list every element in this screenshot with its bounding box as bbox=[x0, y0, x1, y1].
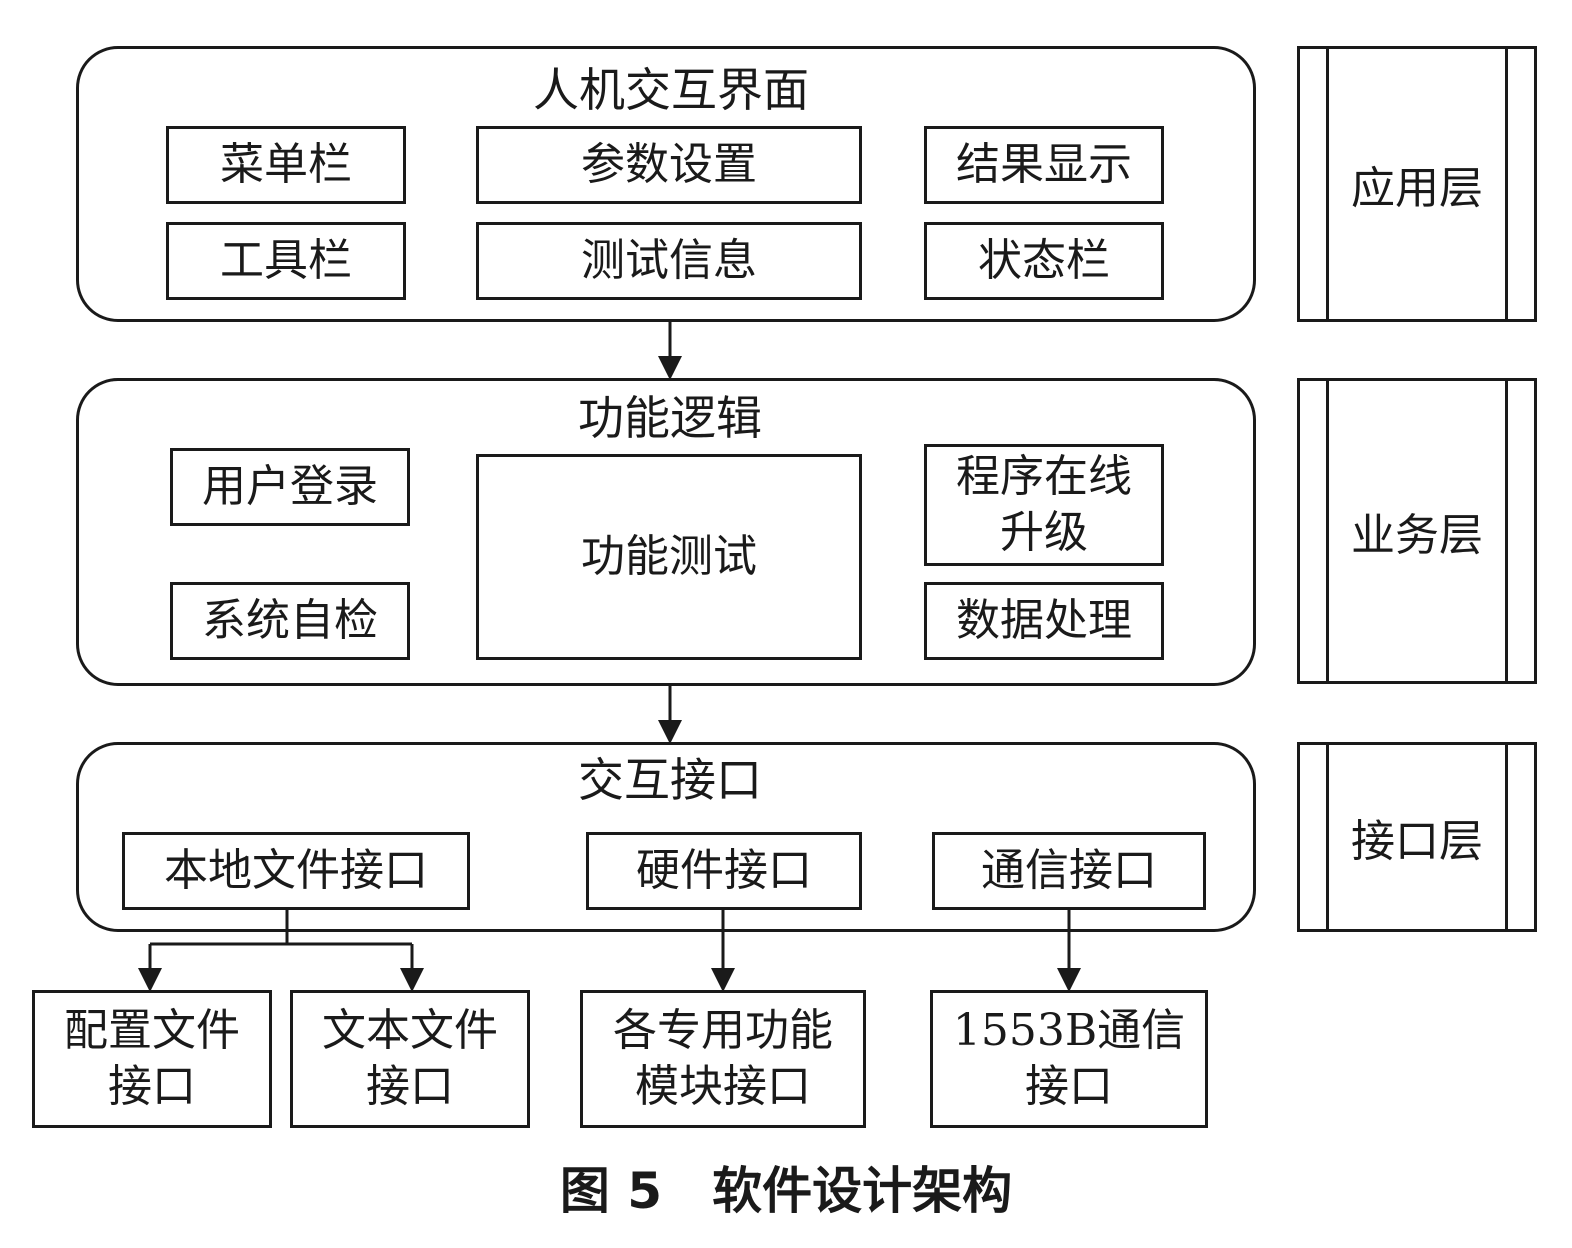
box-config-file-line1: 配置文件 bbox=[64, 1005, 240, 1056]
group-interaction-interface-title: 交互接口 bbox=[578, 753, 762, 807]
box-tool-bar: 工具栏 bbox=[166, 222, 406, 300]
layer-business-label: 业务层 bbox=[1326, 381, 1508, 681]
box-1553b-line1: 1553B通信 bbox=[952, 1005, 1186, 1056]
arrowhead bbox=[658, 356, 682, 380]
box-hardware-interface: 硬件接口 bbox=[586, 832, 862, 910]
box-online-upgrade: 程序在线 升级 bbox=[924, 444, 1164, 566]
layer-interface-label: 接口层 bbox=[1326, 745, 1508, 929]
box-1553b-line2: 接口 bbox=[1025, 1061, 1113, 1112]
group-function-logic bbox=[76, 378, 1256, 686]
group-hmi bbox=[76, 46, 1256, 322]
arrowhead bbox=[658, 720, 682, 744]
box-config-file-line2: 接口 bbox=[108, 1061, 196, 1112]
layer-interface: 接口层 bbox=[1297, 742, 1537, 932]
box-config-file-interface: 配置文件 接口 bbox=[32, 990, 272, 1128]
box-menu-bar: 菜单栏 bbox=[166, 126, 406, 204]
box-system-self-check: 系统自检 bbox=[170, 582, 410, 660]
group-hmi-title: 人机交互界面 bbox=[533, 63, 809, 117]
box-result-display: 结果显示 bbox=[924, 126, 1164, 204]
box-module-line1: 各专用功能 bbox=[613, 1005, 833, 1056]
box-text-file-interface: 文本文件 接口 bbox=[290, 990, 530, 1128]
box-online-upgrade-line2: 升级 bbox=[1000, 507, 1088, 558]
box-module-line2: 模块接口 bbox=[635, 1061, 811, 1112]
box-function-test: 功能测试 bbox=[476, 454, 862, 660]
box-text-file-line1: 文本文件 bbox=[322, 1005, 498, 1056]
arrowhead bbox=[1057, 968, 1081, 992]
box-test-info: 测试信息 bbox=[476, 222, 862, 300]
figure-caption: 图 5 软件设计架构 bbox=[559, 1162, 1013, 1220]
box-param-settings: 参数设置 bbox=[476, 126, 862, 204]
box-status-bar: 状态栏 bbox=[924, 222, 1164, 300]
arrowhead bbox=[400, 968, 424, 992]
layer-business: 业务层 bbox=[1297, 378, 1537, 684]
box-1553b-interface: 1553B通信 接口 bbox=[930, 990, 1208, 1128]
arrowhead bbox=[138, 968, 162, 992]
layer-application-label: 应用层 bbox=[1326, 49, 1508, 319]
box-data-processing: 数据处理 bbox=[924, 582, 1164, 660]
box-online-upgrade-line1: 程序在线 bbox=[956, 451, 1132, 502]
box-text-file-line2: 接口 bbox=[366, 1061, 454, 1112]
box-module-interface: 各专用功能 模块接口 bbox=[580, 990, 866, 1128]
group-interaction-interface bbox=[76, 742, 1256, 932]
group-function-logic-title: 功能逻辑 bbox=[578, 391, 762, 445]
box-comm-interface: 通信接口 bbox=[932, 832, 1206, 910]
box-user-login: 用户登录 bbox=[170, 448, 410, 526]
layer-application: 应用层 bbox=[1297, 46, 1537, 322]
box-local-file-interface: 本地文件接口 bbox=[122, 832, 470, 910]
arrowhead bbox=[711, 968, 735, 992]
